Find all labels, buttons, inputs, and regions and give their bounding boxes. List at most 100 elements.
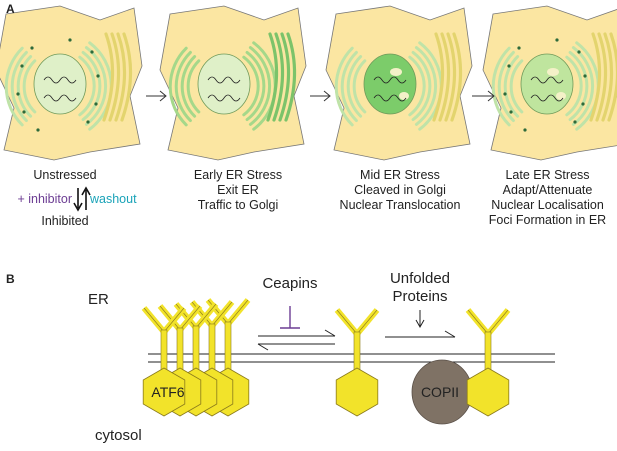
stage-unstressed-label: Unstressed: [5, 168, 125, 183]
golgi-cisterna: [595, 32, 608, 122]
er-arc-right: [414, 46, 438, 126]
panel-a-letter: A: [6, 2, 15, 16]
er-arc-right: [242, 55, 260, 117]
dna-strand: [373, 76, 407, 84]
er-focus-dot: [30, 46, 34, 50]
er-focus-dot: [22, 110, 26, 114]
copii-label: COPII: [421, 384, 459, 400]
stage-3-line-1: Mid ER Stress: [360, 168, 440, 182]
er-focus-dot: [581, 102, 585, 106]
dna-strand: [373, 94, 407, 102]
stage-mid-label: Mid ER Stress Cleaved in Golgi Nuclear T…: [320, 168, 480, 213]
unfolded-line-1: Unfolded: [389, 270, 451, 287]
golgi-cisterna: [108, 32, 121, 122]
er-arc-right: [565, 55, 583, 117]
golgi-cisterna: [432, 32, 445, 122]
dna-strand: [207, 94, 241, 102]
golgi-cisterna: [444, 32, 457, 122]
er-focus-dot: [555, 38, 559, 42]
er-focus-dot: [90, 50, 94, 54]
stage-4-line-3: Nuclear Localisation: [491, 198, 604, 212]
er-focus-dot: [573, 120, 577, 124]
stage-2-line-3: Traffic to Golgi: [197, 198, 279, 212]
cytosol-label: cytosol: [95, 427, 142, 444]
inhibitor-label: + inhibitor: [17, 192, 72, 206]
dna-strand: [530, 76, 564, 84]
golgi-cisterna: [450, 32, 463, 122]
er-arc-right: [245, 50, 266, 122]
er-focus-dot: [523, 128, 527, 132]
ceapins-label: Ceapins: [262, 275, 318, 292]
er-arc-left: [4, 46, 24, 127]
nucleus: [520, 53, 574, 115]
er-arc-left: [491, 46, 511, 127]
stage-4-line-2: Adapt/Attenuate: [502, 183, 593, 197]
nucleus: [33, 53, 87, 115]
nucleus: [363, 53, 417, 115]
unfolded-proteins-label: Unfolded Proteins: [365, 270, 475, 306]
golgi-cisterna: [284, 32, 297, 122]
stage-4-line-4: Foci Formation in ER: [488, 213, 607, 227]
er-focus-dot: [94, 102, 98, 106]
golgi-cisterna: [120, 32, 133, 122]
er-focus-dot: [583, 74, 587, 78]
er-arc-left: [22, 59, 37, 114]
er-arc-left: [180, 55, 197, 118]
stage-2-line-2: Exit ER: [217, 183, 259, 197]
nucleolus: [399, 92, 409, 100]
export-arrow-head: [444, 330, 456, 338]
dna-strand: [43, 76, 77, 84]
er-arc-left: [497, 50, 515, 123]
er-arc-right: [84, 46, 108, 126]
er-arc-left: [10, 50, 28, 123]
stage-arrowhead: [323, 90, 331, 102]
dna-strand: [207, 76, 241, 84]
er-focus-dot: [517, 46, 521, 50]
dna-strand: [530, 94, 564, 102]
stage-3-line-2: Cleaved in Golgi: [354, 183, 446, 197]
washout-up-arrowhead: [81, 186, 91, 196]
golgi-cisterna: [266, 32, 279, 122]
er-arc-left: [340, 50, 358, 123]
golgi-cisterna: [589, 32, 602, 122]
er-arc-right: [81, 50, 102, 122]
er-arc-left: [16, 55, 33, 118]
er-focus-dot: [507, 64, 511, 68]
nucleolus: [390, 68, 402, 76]
cell-stage-2: [159, 5, 307, 161]
golgi-cisterna: [114, 32, 127, 122]
stage-3-line-3: Nuclear Translocation: [339, 198, 461, 212]
er-arc-left: [186, 59, 201, 114]
equilibrium-reverse-head: [257, 343, 269, 351]
golgi-cisterna: [102, 32, 115, 122]
washout-label: washout: [90, 192, 137, 206]
protein-arms: [465, 308, 511, 339]
er-arc-left: [168, 46, 188, 127]
nucleolus: [547, 68, 559, 76]
golgi-cisterna: [601, 32, 614, 122]
er-focus-dot: [20, 64, 24, 68]
er-focus-dot: [509, 110, 513, 114]
er-focus-dot: [86, 120, 90, 124]
er-focus-dot: [68, 38, 72, 42]
er-arc-right: [408, 55, 426, 117]
er-arc-right: [571, 46, 595, 126]
golgi-cisterna: [438, 32, 451, 122]
er-focus-dot: [36, 128, 40, 132]
er-arc-right: [78, 55, 96, 117]
cell-stage-4: [482, 5, 617, 161]
er-arc-right: [248, 46, 272, 126]
stage-4-line-1: Late ER Stress: [505, 168, 590, 182]
atf6-oligomer-hex-5: [142, 367, 186, 417]
golgi-cisterna: [272, 32, 285, 122]
equilibrium-forward-head: [324, 329, 336, 337]
cell-stage-1: [0, 5, 143, 161]
atf6-label: ATF6: [151, 384, 184, 400]
stage-1-line-1: Unstressed: [33, 168, 97, 182]
atf6-monomer-hex: [335, 367, 379, 417]
stage-arrowhead: [487, 90, 495, 102]
er-focus-dot: [16, 92, 20, 96]
unfolded-arrow-head: [415, 319, 425, 329]
